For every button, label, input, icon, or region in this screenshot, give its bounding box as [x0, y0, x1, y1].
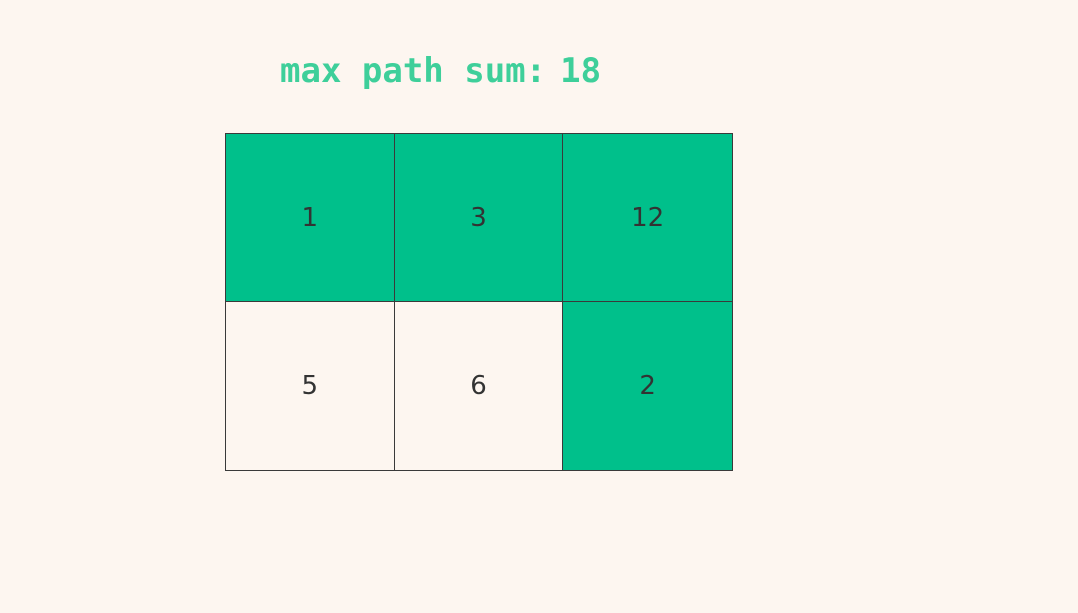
grid-cell-r0-c0: 1: [226, 134, 395, 302]
grid-cell-r0-c1: 3: [394, 134, 564, 302]
number-grid: 1 3 12 5 6 2: [225, 133, 733, 471]
grid-cell-r1-c1: 6: [395, 302, 564, 470]
grid-cell-r1-c0: 5: [226, 302, 395, 470]
max-path-sum-label: max path sum:: [280, 51, 547, 91]
max-path-sum-heading: max path sum: 18: [280, 48, 601, 94]
grid-cell-r1-c2: 2: [563, 302, 732, 470]
max-path-sum-value: 18: [560, 51, 602, 91]
grid-cell-r0-c2: 12: [563, 134, 732, 302]
